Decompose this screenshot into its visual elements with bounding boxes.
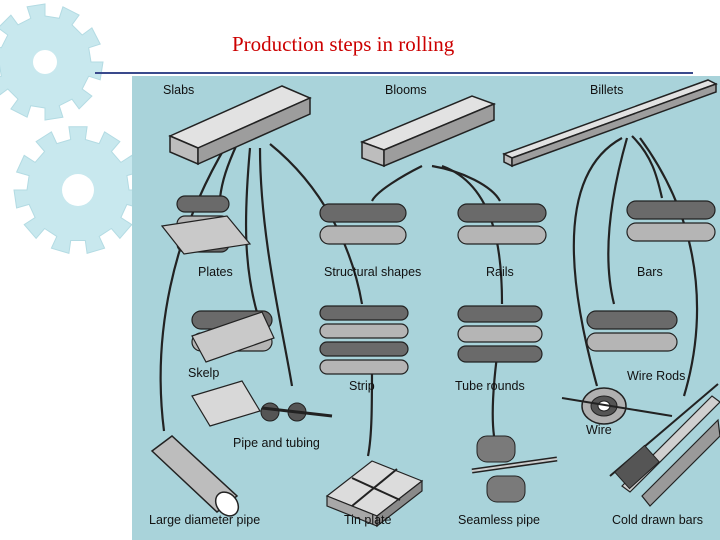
rolling-diagram (150, 79, 720, 528)
label-rails: Rails (486, 265, 514, 279)
cold-drawn-bars-icon (609, 383, 720, 507)
flow-line-tube-seamless (491, 355, 499, 437)
pipe-icon (150, 435, 240, 517)
label-wire: Wire (586, 423, 612, 437)
label-plates: Plates (198, 265, 233, 279)
slide-title: Production steps in rolling (232, 32, 455, 56)
label-billets: Billets (590, 83, 624, 97)
label-wire-rods: Wire Rods (627, 369, 686, 383)
flow-line-slabs-largepipe (159, 143, 228, 432)
title-divider (95, 72, 693, 74)
flow-line-blooms-structural (371, 165, 423, 202)
tin-plate-icon (325, 460, 424, 528)
flow-line-blooms-rails (431, 164, 501, 202)
pipe-and-tubing-icon (191, 380, 333, 427)
label-pipe-and-tubing: Pipe and tubing (233, 436, 320, 450)
label-large-diameter-pipe: Large diameter pipe (149, 513, 261, 527)
flow-line-billets-rods (607, 137, 629, 305)
structural-mill (319, 203, 407, 245)
gear-icon (13, 126, 140, 254)
rails-mill (457, 203, 547, 245)
rolling-mill-group (176, 195, 716, 375)
rolling-diagram-panel: Slabs Blooms Billets Plates Structural s… (132, 76, 720, 540)
billet-icon (502, 79, 718, 168)
bars-mill (626, 200, 716, 242)
flow-line-slabs-plates (218, 143, 239, 199)
label-tin-plate: Tin plate (344, 513, 392, 527)
flow-line-billets-coldbars (639, 137, 699, 397)
label-slabs: Slabs (163, 83, 195, 97)
label-skelp: Skelp (188, 366, 220, 380)
strip-mill (319, 305, 409, 375)
plates-product-icon (160, 215, 252, 255)
gear-icon (0, 3, 104, 121)
label-cold-drawn-bars: Cold drawn bars (612, 513, 704, 527)
label-structural-shapes: Structural shapes (324, 265, 422, 279)
coil-icon (561, 387, 673, 425)
label-tube-rounds: Tube rounds (455, 379, 525, 393)
flow-line-slabs-pipe (258, 147, 294, 387)
label-strip: Strip (349, 379, 375, 393)
wire-rods-mill (586, 310, 678, 352)
label-seamless-pipe: Seamless pipe (458, 513, 540, 527)
bloom-icon (359, 95, 497, 168)
flow-line-billets-wire (572, 137, 623, 387)
label-bars: Bars (637, 265, 663, 279)
flow-line-slabs-strip (269, 143, 364, 305)
flow-line-blooms-tube (441, 164, 504, 305)
seamless-pipe-icon (471, 435, 558, 503)
slab-icon (168, 85, 312, 166)
label-blooms: Blooms (385, 83, 427, 97)
flow-line-billets-bars (631, 135, 664, 199)
flow-line-strip-tinplate (366, 360, 374, 457)
tube-rounds-mill (457, 305, 543, 363)
skelp-product-icon (191, 311, 275, 363)
gear-decoration (0, 3, 140, 254)
